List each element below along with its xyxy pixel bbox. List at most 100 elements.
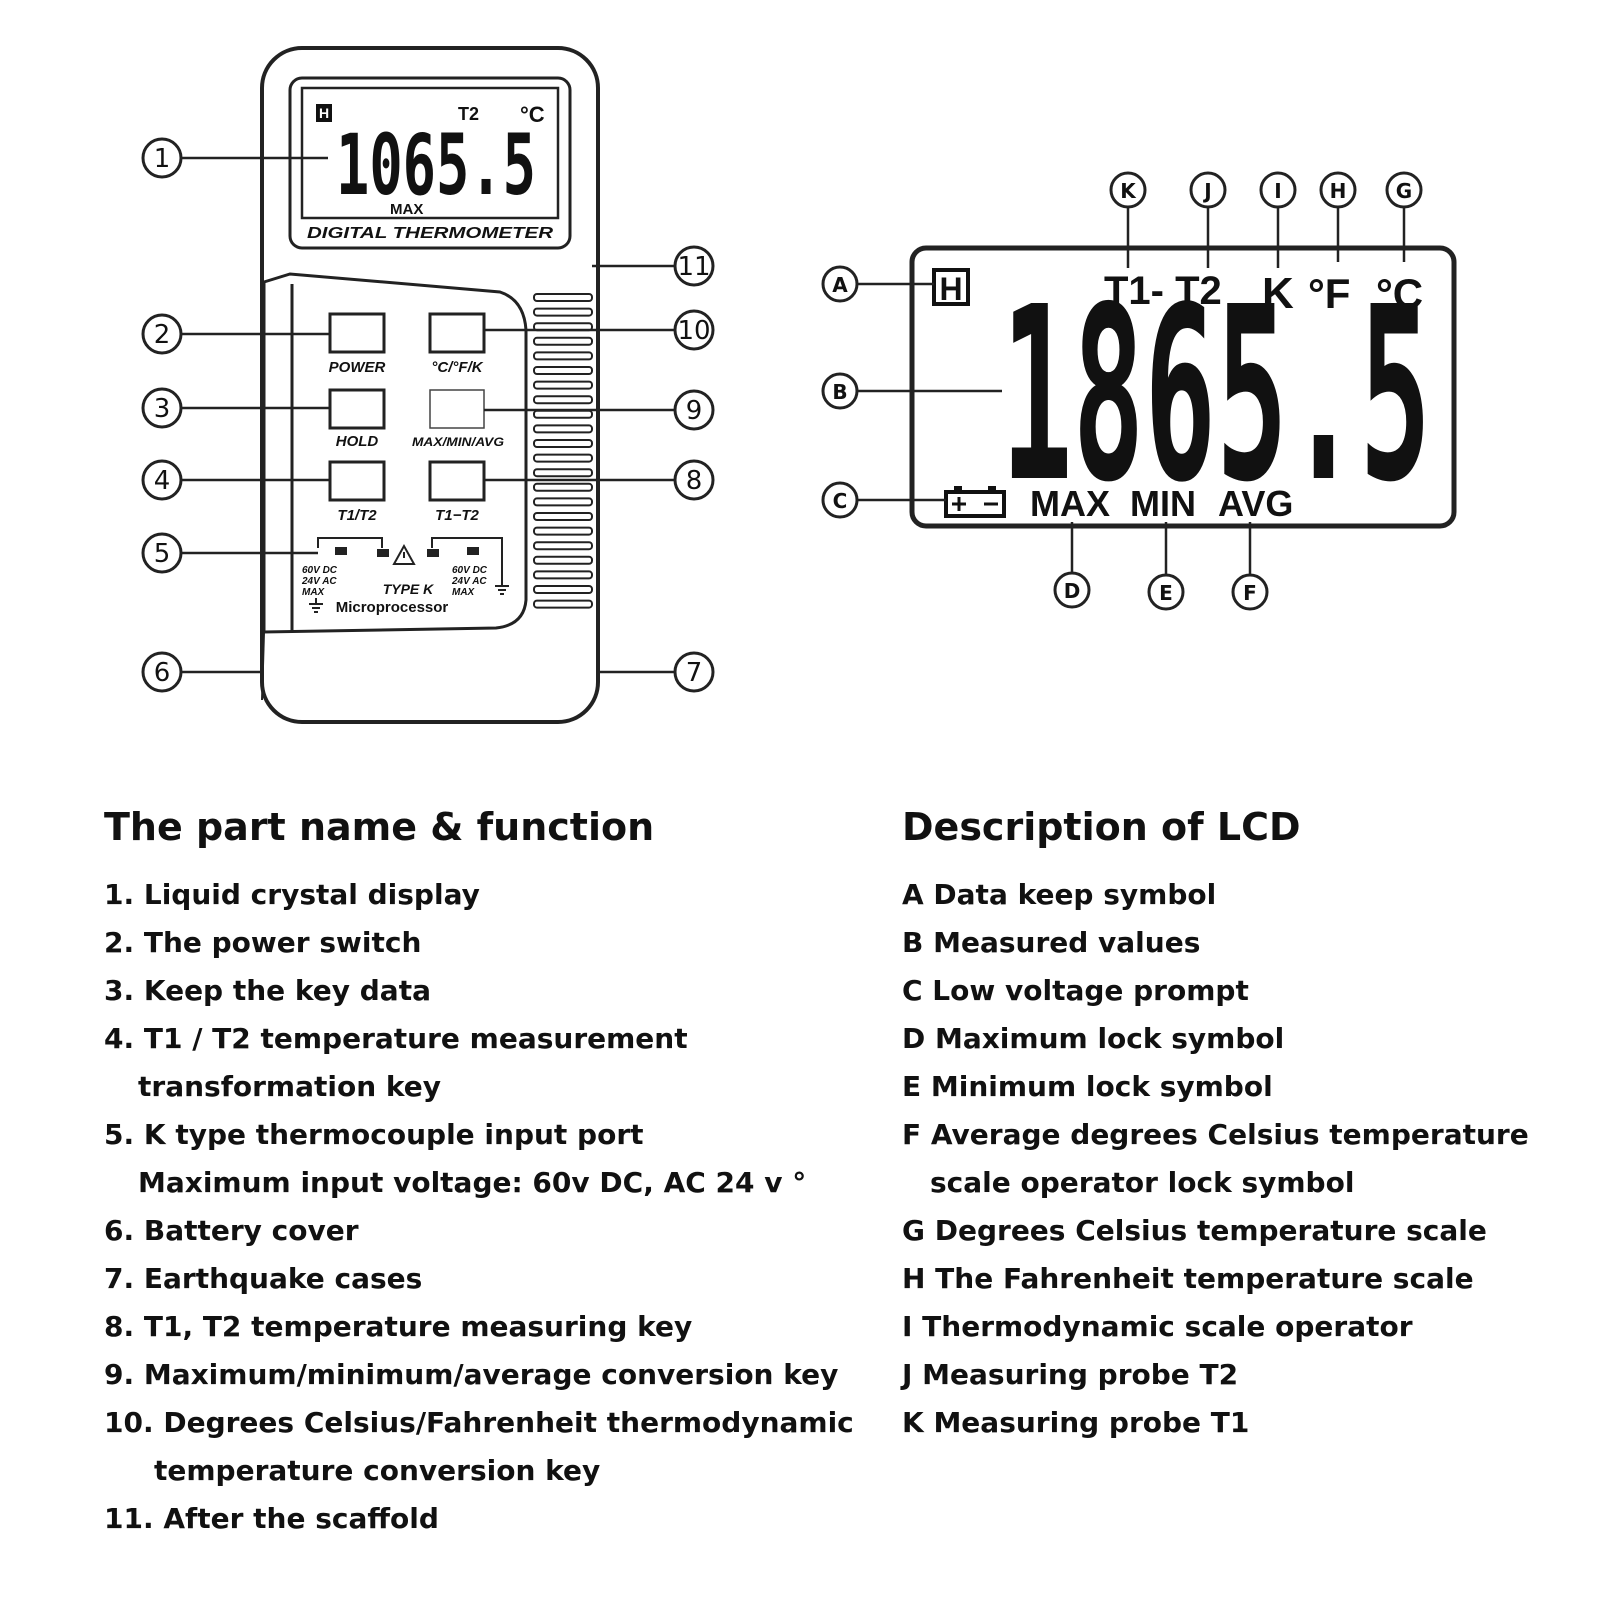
- hold-button[interactable]: [328, 388, 386, 430]
- unit-conversion-button[interactable]: [428, 312, 486, 354]
- vent-slot: [533, 307, 593, 317]
- display-reading: 1065.5: [336, 116, 536, 214]
- svg-text:2: 2: [154, 320, 171, 350]
- unit-conversion-button-label: °C/°F/K: [431, 359, 483, 376]
- device-callouts: 1 2 3 4 5 6 7 8 9 10 11: [141, 137, 715, 693]
- display-caption: DIGITAL THERMOMETER: [307, 225, 554, 242]
- vent-slot: [533, 395, 593, 405]
- callout-7: 7: [673, 651, 715, 693]
- list-item-text: G Degrees Celsius temperature scale: [902, 1214, 1487, 1247]
- list-item-text: 3. Keep the key data: [104, 974, 431, 1007]
- part-functions-title: The part name & function: [104, 805, 655, 849]
- list-item-text: C Low voltage prompt: [902, 974, 1249, 1007]
- list-item-text: J Measuring probe T2: [902, 1358, 1239, 1391]
- vent-slot: [533, 512, 593, 521]
- vent-slot: [533, 497, 593, 507]
- part-functions-list: 1. Liquid crystal display 2. The power sw…: [104, 871, 854, 1543]
- t1-minus-t2-button[interactable]: [428, 460, 486, 502]
- hold-button-label: HOLD: [336, 433, 379, 450]
- lcd-description-title: Description of LCD: [902, 805, 1301, 849]
- lcd-celsius: °C: [1376, 270, 1423, 317]
- callout-6: 6: [141, 651, 183, 693]
- lcd-callouts: A B C D E F G H I J K: [821, 171, 1423, 611]
- list-item: B Measured values: [902, 919, 1582, 967]
- list-item: 8. T1, T2 temperature measuring key: [104, 1303, 824, 1351]
- lcd-reading: 1865.5: [1001, 255, 1431, 535]
- ground-icon-right: [495, 580, 509, 595]
- callout-c: C: [821, 481, 859, 519]
- list-item-text: 5. K type thermocouple input port: [104, 1118, 644, 1151]
- list-item-text: 1. Liquid crystal display: [104, 878, 480, 911]
- lcd-frame: [909, 245, 1457, 529]
- callout-h: H: [1319, 171, 1357, 209]
- t1-t2-button[interactable]: [328, 460, 386, 502]
- lcd-description-section: Description of LCD A Data keep symbol B M…: [902, 805, 1582, 1447]
- callout-1: 1: [141, 137, 183, 179]
- list-item-text: 2. The power switch: [104, 926, 422, 959]
- list-item-text: 7. Earthquake cases: [104, 1262, 423, 1295]
- display-unit: °C: [520, 102, 545, 127]
- list-item: 3. Keep the key data: [104, 967, 824, 1015]
- port-type-label: TYPE K: [383, 581, 434, 597]
- list-item-text: 11. After the scaffold: [104, 1502, 439, 1535]
- callout-4: 4: [141, 459, 183, 501]
- list-item-text: I Thermodynamic scale operator: [902, 1310, 1413, 1343]
- lcd-mode-avg: AVG: [1218, 483, 1293, 524]
- list-item: 9. Maximum/minimum/average conversion ke…: [104, 1351, 838, 1399]
- lcd-hold-box: [932, 268, 970, 306]
- list-item-continuation: temperature conversion key: [154, 1454, 601, 1487]
- power-button[interactable]: [328, 312, 386, 354]
- lcd-kelvin: K: [1262, 269, 1294, 318]
- list-item-text: K Measuring probe T1: [902, 1406, 1250, 1439]
- vent-slot: [533, 541, 593, 551]
- vent-slot: [533, 439, 593, 448]
- svg-text:11: 11: [677, 252, 710, 282]
- svg-text:B: B: [832, 380, 847, 404]
- max-min-avg-button-label: MAX/MIN/AVG: [412, 435, 504, 449]
- svg-text:9: 9: [686, 396, 703, 426]
- vent-slot: [533, 366, 593, 375]
- list-item: 7. Earthquake cases: [104, 1255, 824, 1303]
- vent-slot: [533, 424, 593, 434]
- callout-2: 2: [141, 313, 183, 355]
- vent-slot: [533, 336, 593, 346]
- callout-8: 8: [673, 459, 715, 501]
- device-leader-lines: [180, 156, 675, 674]
- callout-11: 11: [673, 245, 715, 287]
- list-item-text: 4. T1 / T2 temperature measurement: [104, 1022, 688, 1055]
- list-item-text: 8. T1, T2 temperature measuring key: [104, 1310, 693, 1343]
- max-min-avg-button[interactable]: [429, 389, 485, 429]
- callout-j: J: [1189, 171, 1227, 209]
- vent-slot: [533, 468, 593, 478]
- lcd-fahrenheit: °F: [1308, 270, 1350, 317]
- list-item-text: 10. Degrees Celsius/Fahrenheit thermodyn…: [104, 1406, 854, 1439]
- vent-slot: [533, 453, 593, 463]
- ground-icon: [309, 598, 323, 613]
- svg-text:E: E: [1159, 581, 1173, 605]
- lcd-mode-min: MIN: [1130, 483, 1196, 524]
- svg-text:10: 10: [677, 316, 710, 346]
- side-vents: [533, 293, 593, 609]
- svg-text:I: I: [1274, 179, 1281, 203]
- vent-slot: [533, 585, 593, 594]
- list-item: 2. The power switch: [104, 919, 824, 967]
- list-item-text: 6. Battery cover: [104, 1214, 359, 1247]
- svg-text:H: H: [1330, 179, 1347, 203]
- list-item: 1. Liquid crystal display: [104, 871, 824, 919]
- lcd-leader-lines: [858, 208, 1406, 574]
- lcd-detail: H T1- T2 K °F °C 1865.5 MAX MIN AVG: [909, 245, 1457, 535]
- list-item: H The Fahrenheit temperature scale: [902, 1255, 1582, 1303]
- list-item-text: B Measured values: [902, 926, 1201, 959]
- display-mode: MAX: [390, 201, 423, 218]
- list-item-text: F Average degrees Celsius temperature: [902, 1118, 1529, 1151]
- vent-slot: [533, 351, 593, 361]
- list-item-text: H The Fahrenheit temperature scale: [902, 1262, 1474, 1295]
- callout-f: F: [1231, 573, 1269, 611]
- list-item-text: A Data keep symbol: [902, 878, 1217, 911]
- callout-d: D: [1053, 571, 1091, 609]
- lcd-mode-max: MAX: [1030, 483, 1110, 524]
